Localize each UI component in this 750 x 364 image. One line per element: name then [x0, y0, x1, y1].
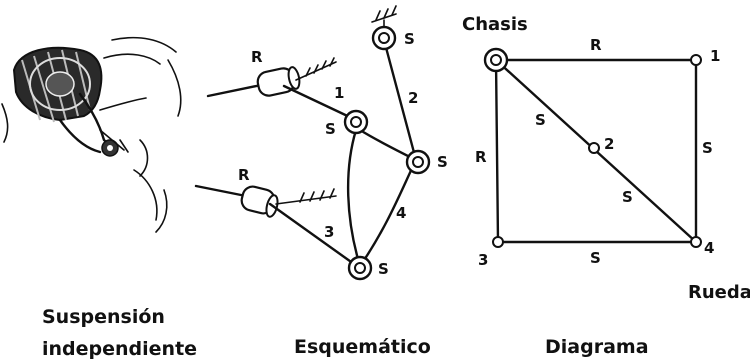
label-node-2: 2 — [604, 135, 614, 153]
node-1 — [690, 54, 702, 66]
label-link-2: 2 — [408, 89, 418, 107]
label-edge-top: R — [590, 36, 602, 54]
graph-diagram: Chasis 1 2 3 4 Rueda R R S S S S — [462, 14, 750, 303]
label-r-bottom: R — [238, 166, 250, 184]
link-2 — [382, 38, 418, 162]
node-chasis — [483, 47, 509, 73]
ground-hatch-s-icon — [375, 5, 397, 21]
label-s-ground: S — [404, 30, 415, 48]
label-s-bottom: S — [378, 260, 389, 278]
upper-arm-chassis-line — [206, 82, 268, 98]
upright — [346, 128, 362, 268]
spherical-joint-bottom-icon — [347, 255, 373, 281]
label-edge-left: R — [475, 148, 487, 166]
label-s-right: S — [437, 153, 448, 171]
label-edge-right: S — [702, 139, 713, 157]
label-r-top: R — [251, 48, 263, 66]
photo-caption-line2: independiente — [42, 338, 197, 360]
spherical-joint-right-icon — [405, 149, 431, 175]
node-3 — [492, 236, 504, 248]
node-4 — [690, 236, 702, 248]
photo-caption-line1: Suspensión — [42, 306, 165, 328]
label-link-3: 3 — [324, 223, 334, 241]
label-link-1: 1 — [334, 84, 344, 102]
lower-arm-chassis-line — [194, 184, 248, 198]
label-rueda: Rueda — [688, 282, 750, 303]
graph-caption: Diagrama — [545, 336, 649, 358]
schematic-caption: Esquemático — [294, 336, 431, 358]
suspension-sketch — [1, 36, 182, 233]
schematic: R R S S S S 1 2 3 4 — [194, 5, 448, 281]
ground-hatch-bottom-icon — [299, 188, 335, 203]
label-node-3: 3 — [478, 251, 488, 269]
label-edge-bottom: S — [590, 249, 601, 267]
label-link-4: 4 — [396, 204, 406, 222]
link-1 — [282, 84, 358, 122]
spherical-joint-ground-icon — [371, 25, 397, 51]
label-chasis: Chasis — [462, 14, 528, 35]
spherical-joint-upper-icon — [343, 109, 369, 135]
label-edge-diag-upper: S — [535, 111, 546, 129]
node-2 — [588, 142, 600, 154]
link-3 — [268, 202, 356, 266]
label-s-upper: S — [325, 120, 336, 138]
label-edge-diag-lower: S — [622, 188, 633, 206]
link-4 — [358, 158, 418, 268]
label-node-4: 4 — [704, 239, 714, 257]
ground-hatch-top-icon — [305, 57, 335, 77]
edge-left — [494, 58, 500, 244]
label-node-1: 1 — [710, 47, 720, 65]
